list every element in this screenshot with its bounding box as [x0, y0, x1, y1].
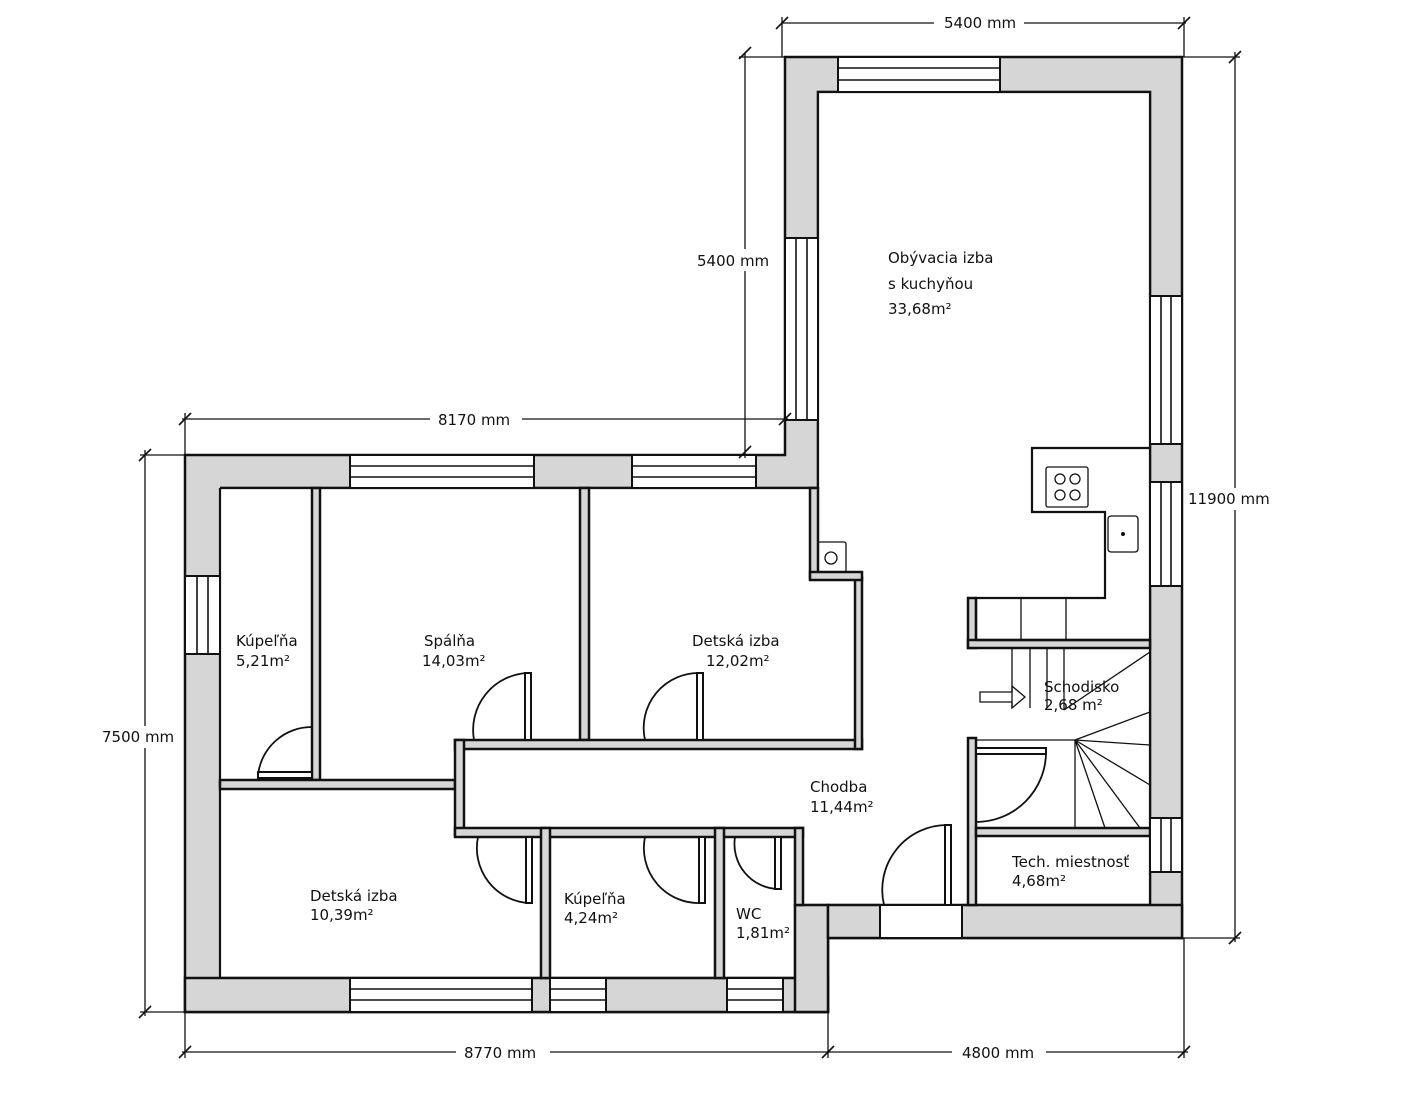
- dim-top-label: 5400 mm: [944, 14, 1016, 32]
- dim-right: 11900 mm: [1182, 50, 1278, 945]
- doors: [257, 672, 1047, 906]
- dim-bottom-left: 8770 mm: [178, 938, 835, 1064]
- window-kitchen-right: [1149, 481, 1183, 587]
- window-stair-right: [1149, 817, 1183, 873]
- room-labels: Obývacia izba s kuchyňou 33,68m² Kúpeľňa…: [236, 249, 1129, 942]
- dim-stair-side: 5400 mm: [694, 46, 785, 459]
- dim-top: 5400 mm: [775, 12, 1191, 57]
- cooktop-icon: [1045, 466, 1089, 508]
- windows: [184, 56, 1183, 1013]
- door-bedroom: [472, 672, 532, 741]
- wc-area: 1,81m²: [736, 924, 790, 942]
- window-living-right: [1149, 295, 1183, 445]
- window-kids1-top: [631, 454, 757, 489]
- dim-bottom-right-label: 4800 mm: [962, 1044, 1034, 1062]
- bath1-area: 5,21m²: [236, 652, 290, 670]
- dim-mid-label: 8170 mm: [438, 411, 510, 429]
- door-entrance: [881, 824, 952, 906]
- window-kids2-bottom: [349, 977, 533, 1013]
- wc-name: WC: [736, 905, 761, 923]
- door-kids1: [642, 672, 704, 741]
- dim-bottom-right: 4800 mm: [828, 938, 1191, 1064]
- bath2-area: 4,24m²: [564, 909, 618, 927]
- bedroom-name: Spálňa: [424, 632, 475, 650]
- window-bedroom-top: [349, 454, 535, 489]
- living-name-2: s kuchyňou: [888, 275, 973, 293]
- living-name-1: Obývacia izba: [888, 249, 993, 267]
- dim-right-label: 11900 mm: [1188, 490, 1270, 508]
- dim-left-label: 7500 mm: [102, 728, 174, 746]
- kids1-name: Detská izba: [692, 632, 780, 650]
- stairs-area: 2,68 m²: [1044, 696, 1103, 714]
- dimension-lines: 5400 mm 5400 mm 8170 mm 1: [98, 12, 1278, 1064]
- kids1-area: 12,02m²: [706, 652, 770, 670]
- door-kids2: [475, 836, 533, 904]
- door-tech: [975, 747, 1047, 823]
- dim-left: 7500 mm: [98, 448, 185, 1019]
- entrance-threshold: [879, 904, 963, 939]
- door-bath2: [642, 836, 706, 904]
- dim-mid: 8170 mm: [178, 409, 792, 455]
- living-area: 33,68m²: [888, 300, 952, 318]
- door-wc: [733, 836, 782, 890]
- stairs-name: Schodisko: [1044, 678, 1119, 696]
- dim-stair-side-label: 5400 mm: [697, 252, 769, 270]
- door-bath1: [257, 726, 313, 780]
- window-living-top: [837, 56, 1001, 93]
- staircase: [976, 648, 1151, 829]
- dim-bottom-left-label: 8770 mm: [464, 1044, 536, 1062]
- kids2-area: 10,39m²: [310, 906, 374, 924]
- sink-icon: [1107, 515, 1139, 553]
- window-wc-bottom: [726, 977, 784, 1013]
- hall-name: Chodba: [810, 778, 867, 796]
- bedroom-area: 14,03m²: [422, 652, 486, 670]
- bath1-name: Kúpeľňa: [236, 632, 298, 650]
- tech-name: Tech. miestnosť: [1011, 853, 1129, 871]
- window-bath1-left: [184, 575, 221, 655]
- hall-area: 11,44m²: [810, 798, 874, 816]
- kids2-name: Detská izba: [310, 887, 398, 905]
- window-bath2-bottom: [549, 977, 607, 1013]
- bath2-name: Kúpeľňa: [564, 890, 626, 908]
- kitchen-counter: [974, 446, 1150, 642]
- wash-basin-icon: [817, 541, 847, 573]
- window-living-left: [784, 237, 819, 421]
- tech-area: 4,68m²: [1012, 872, 1066, 890]
